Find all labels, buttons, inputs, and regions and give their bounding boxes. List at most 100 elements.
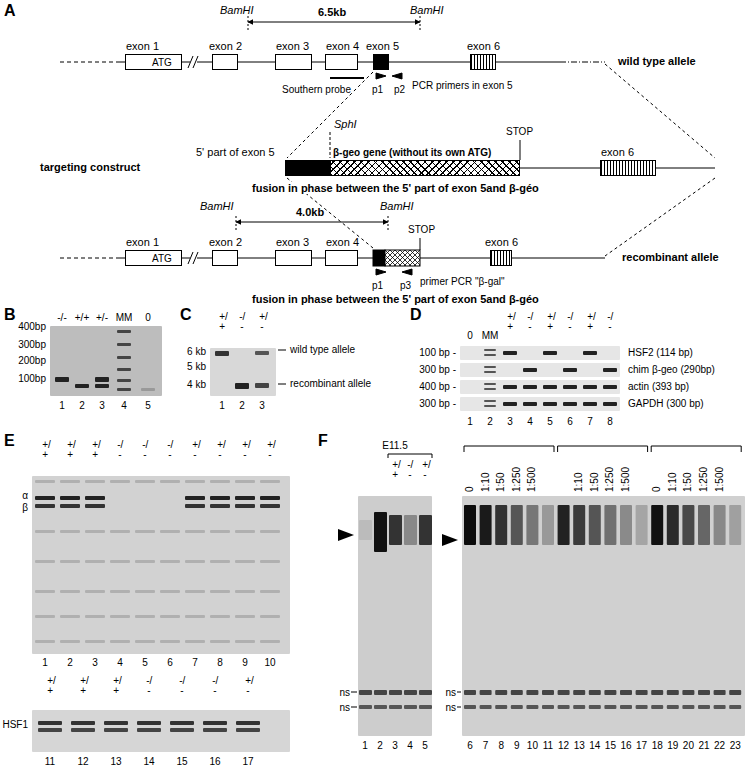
codon-label: ATG xyxy=(152,253,172,265)
genotype-label: +/- xyxy=(267,440,273,460)
gel-band xyxy=(620,690,632,695)
figure-label: α xyxy=(22,490,28,502)
figure-label: 10 xyxy=(527,740,538,752)
gel-band xyxy=(95,384,109,388)
leader-line xyxy=(351,692,357,693)
figure-label: 8 xyxy=(498,740,504,752)
gel-band xyxy=(484,388,496,390)
sphi-site xyxy=(330,132,331,158)
figure-label: ns xyxy=(339,702,350,714)
gel-band xyxy=(495,705,507,709)
gel-band xyxy=(235,615,255,618)
figure-label: 5 xyxy=(142,657,148,669)
gel-band xyxy=(71,721,95,725)
dilution-label: 1:250 xyxy=(511,467,523,492)
gel-band xyxy=(558,505,570,545)
gel-band xyxy=(117,356,131,359)
gel-band xyxy=(714,505,726,545)
gel-band xyxy=(260,480,280,483)
gel-band xyxy=(185,590,205,593)
figure-label: 300 bp - xyxy=(419,398,456,410)
blot-background xyxy=(462,496,745,736)
gel-band xyxy=(210,640,230,643)
gel-band xyxy=(185,496,205,500)
gel-band xyxy=(503,402,517,406)
figure-label: 2 xyxy=(67,657,73,669)
gel-band xyxy=(160,560,180,563)
exon-box: exon 6 xyxy=(600,160,656,176)
gel-band xyxy=(729,690,741,695)
gel-band xyxy=(260,496,280,500)
figure-label: MM xyxy=(116,312,133,324)
gel-band xyxy=(35,504,55,508)
blot-background xyxy=(32,476,290,654)
figure-label: 0 xyxy=(467,330,473,342)
genotype-label: +/+ xyxy=(113,676,119,696)
leader-line xyxy=(278,350,286,351)
gel-band xyxy=(60,480,80,483)
gel-band xyxy=(480,505,492,545)
gel-band xyxy=(543,385,557,389)
figure-label: 200bp xyxy=(18,355,46,367)
gel-band xyxy=(170,728,194,732)
gel-band xyxy=(210,480,230,483)
dilution-label: 1:10 xyxy=(573,473,585,492)
gel-band xyxy=(60,530,80,533)
gel-band xyxy=(135,480,155,483)
genotype-label: -/- xyxy=(167,440,173,460)
gel-band xyxy=(542,505,554,545)
genotype-label: +/+ xyxy=(80,676,86,696)
genotype-label: -/- xyxy=(212,676,218,696)
gel-band xyxy=(389,690,402,695)
gel-band xyxy=(104,728,128,732)
genotype-label: +/+ xyxy=(219,312,225,332)
gel-band xyxy=(137,721,161,725)
gel-band xyxy=(603,368,617,372)
figure-label: +/+ xyxy=(75,312,89,324)
figure-label: 2 xyxy=(239,400,245,412)
figure-label: 19 xyxy=(667,740,678,752)
panel-letter: F xyxy=(318,432,328,450)
bracket xyxy=(558,446,648,452)
gel-band xyxy=(573,705,585,709)
gel-band xyxy=(110,560,130,563)
gel-band xyxy=(185,615,205,618)
site-tick xyxy=(248,16,249,30)
gel-band xyxy=(85,496,105,500)
genomic-line xyxy=(656,168,715,169)
figure-label: PCR primers in exon 5 xyxy=(412,80,513,92)
figure-label: wild type allele xyxy=(618,55,696,67)
leader-line xyxy=(351,707,357,708)
gel-band xyxy=(210,560,230,563)
gel-band xyxy=(160,590,180,593)
figure-label: 5 kb xyxy=(187,361,206,373)
gel-band xyxy=(389,515,402,545)
bracket xyxy=(388,454,432,458)
figure-label: BamHI xyxy=(380,200,414,212)
gel-band xyxy=(523,385,537,389)
gel-band xyxy=(563,368,577,372)
figure-label: 0 xyxy=(145,312,151,324)
gel-band xyxy=(464,690,476,695)
exon-box: exon 1ATG xyxy=(125,54,182,70)
dilution-label: 1:50 xyxy=(495,473,507,492)
gel-band xyxy=(117,379,131,382)
figure-label: fusion in phase between the 5' part of e… xyxy=(250,182,541,194)
gel-band xyxy=(135,615,155,618)
gel-band xyxy=(729,505,741,545)
gel-band xyxy=(543,351,557,355)
figure-label: 300 bp - xyxy=(419,364,456,376)
gel-band xyxy=(35,640,55,643)
figure-label: E11.5 xyxy=(382,440,407,452)
figure-label: SphI xyxy=(334,118,357,130)
gel-band xyxy=(603,402,617,406)
gel-band xyxy=(589,690,601,695)
gel-band xyxy=(511,705,523,709)
gel-band xyxy=(35,480,55,483)
gel-band xyxy=(236,721,260,725)
gel-band xyxy=(698,690,710,695)
genotype-label: +/+ xyxy=(392,460,398,480)
gel-band xyxy=(235,496,255,500)
figure-label: 300bp xyxy=(18,339,46,351)
figure-label: BamHI xyxy=(200,200,234,212)
